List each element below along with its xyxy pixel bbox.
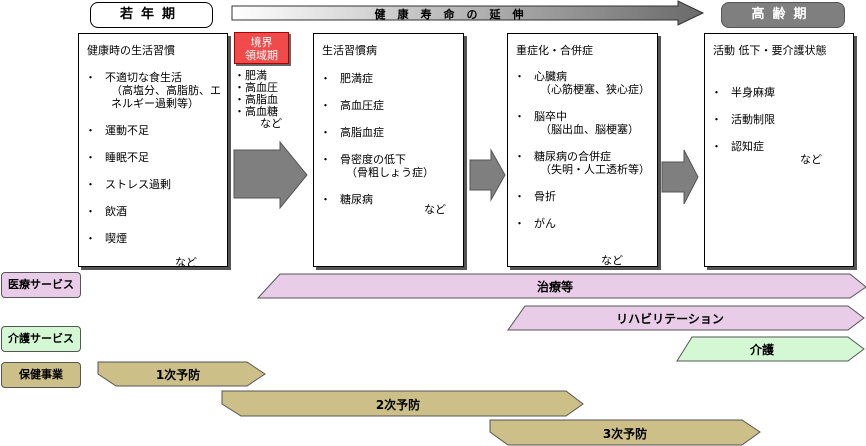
list-item: 半身麻痺 xyxy=(711,86,849,99)
list-item: 活動制限 xyxy=(711,113,849,126)
list-item: 糖尿病の合併症（失明・人工透析等） xyxy=(514,150,653,176)
list-item: 骨密度の低下（骨粗しょう症） xyxy=(320,153,459,179)
prevention3-label: 3次予防 xyxy=(603,426,647,441)
list-item: ・高血圧 xyxy=(234,81,278,94)
list-item: 不適切な食生活（高塩分、高脂肪、エネルギー過剰等） xyxy=(85,71,223,110)
list-item: 運動不足 xyxy=(85,124,223,137)
etc-label: など xyxy=(424,203,446,216)
lifestyle-disease-box: 生活習慣病 肥満症 高血圧症 高脂血症 骨密度の低下（骨粗しょう症） 糖尿病 な… xyxy=(313,33,464,267)
list-item: ・高脂血 xyxy=(234,93,278,106)
rehab-label: リハビリテーション xyxy=(616,311,724,326)
list-item: 喫煙 xyxy=(85,232,223,245)
rehab-band xyxy=(507,305,865,331)
healthy-life-label: 健康寿命の延伸 xyxy=(375,7,536,21)
treatment-label: 治療等 xyxy=(537,279,573,294)
list-item: 高脂血症 xyxy=(320,126,459,139)
etc-label: など xyxy=(175,256,197,269)
prevention2-label: 2次予防 xyxy=(376,397,420,412)
care-label: 介護 xyxy=(749,342,775,357)
progress-arrow-2 xyxy=(469,148,506,202)
prevention3-band xyxy=(489,419,761,446)
healthy-life-arrow xyxy=(231,0,705,26)
young-stage-label: 若年期 xyxy=(90,2,213,28)
box-title: 活動 低下・要介護状態 xyxy=(713,44,827,57)
list-item: 心臓病（心筋梗塞、狭心症） xyxy=(514,70,653,96)
progress-arrow-1 xyxy=(233,140,308,210)
box-title: 生活習慣病 xyxy=(322,44,377,57)
list-item: 飲酒 xyxy=(85,205,223,218)
health-program-label: 保健事業 xyxy=(1,362,81,388)
etc-label: など xyxy=(260,117,282,130)
healthy-habits-box: 健康時の生活習慣 不適切な食生活（高塩分、高脂肪、エネルギー過剰等） 運動不足 … xyxy=(78,33,228,269)
medical-service-label: 医療サービス xyxy=(1,272,81,298)
box-title: 重症化・合併症 xyxy=(516,44,593,57)
complications-box: 重症化・合併症 心臓病（心筋梗塞、狭心症） 脳卒中（脳出血、脳梗塞） 糖尿病の合… xyxy=(507,33,658,267)
etc-label: など xyxy=(601,254,623,267)
list-item: 認知症 xyxy=(711,140,849,153)
list-item: 睡眠不足 xyxy=(85,151,223,164)
progress-arrow-3 xyxy=(661,149,699,205)
list-item: ・肥満 xyxy=(234,69,267,82)
etc-label: など xyxy=(800,153,822,166)
list-item: がん xyxy=(514,217,653,230)
prevention1-label: 1次予防 xyxy=(156,367,200,382)
borderline-list: ・肥満 ・高血圧 ・高脂血 ・高血糖 など xyxy=(234,70,304,130)
list-item: ストレス過剰 xyxy=(85,178,223,191)
list-item: 肥満症 xyxy=(320,72,459,85)
elderly-stage-label: 高齢期 xyxy=(721,2,845,28)
prevention2-band xyxy=(221,390,584,417)
box-title: 健康時の生活習慣 xyxy=(87,44,175,57)
prevention1-band xyxy=(97,361,266,387)
care-service-label: 介護サービス xyxy=(1,326,81,352)
list-item: 脳卒中（脳出血、脳梗塞） xyxy=(514,110,653,136)
list-item: 糖尿病 xyxy=(320,193,459,206)
list-item: 骨折 xyxy=(514,190,653,203)
care-band xyxy=(676,336,865,362)
treatment-band xyxy=(256,273,866,299)
list-item: ・高血糖 xyxy=(234,105,278,118)
borderline-period-label: 境界 領域期 xyxy=(234,32,289,64)
care-needed-box: 活動 低下・要介護状態 半身麻痺 活動制限 認知症 など xyxy=(704,33,854,267)
list-item: 高血圧症 xyxy=(320,99,459,112)
